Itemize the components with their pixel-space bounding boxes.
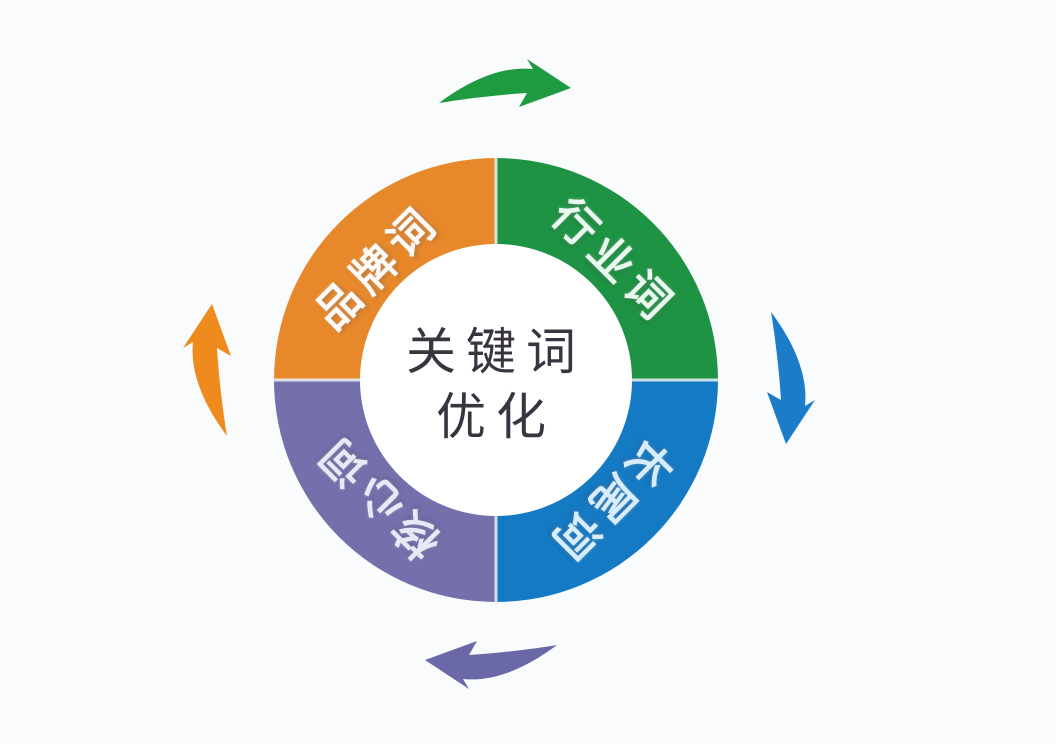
segment-longtail-words (496, 380, 718, 602)
segment-brand-words (274, 158, 496, 380)
segment-core-words (274, 380, 496, 602)
cycle-arrow-bottom-icon (425, 641, 557, 689)
center-title-line1: 关键词 (406, 324, 586, 380)
cycle-arrow-top-icon (439, 59, 571, 107)
segment-dividers (274, 158, 718, 602)
center-title: 关键词 优化 (406, 320, 586, 450)
segment-industry-words (496, 158, 718, 380)
cycle-arrow-right-icon (767, 312, 815, 444)
donut-center-disc (358, 242, 634, 518)
cycle-arrow-left-icon (183, 304, 231, 436)
center-title-line2: 优化 (436, 389, 556, 445)
